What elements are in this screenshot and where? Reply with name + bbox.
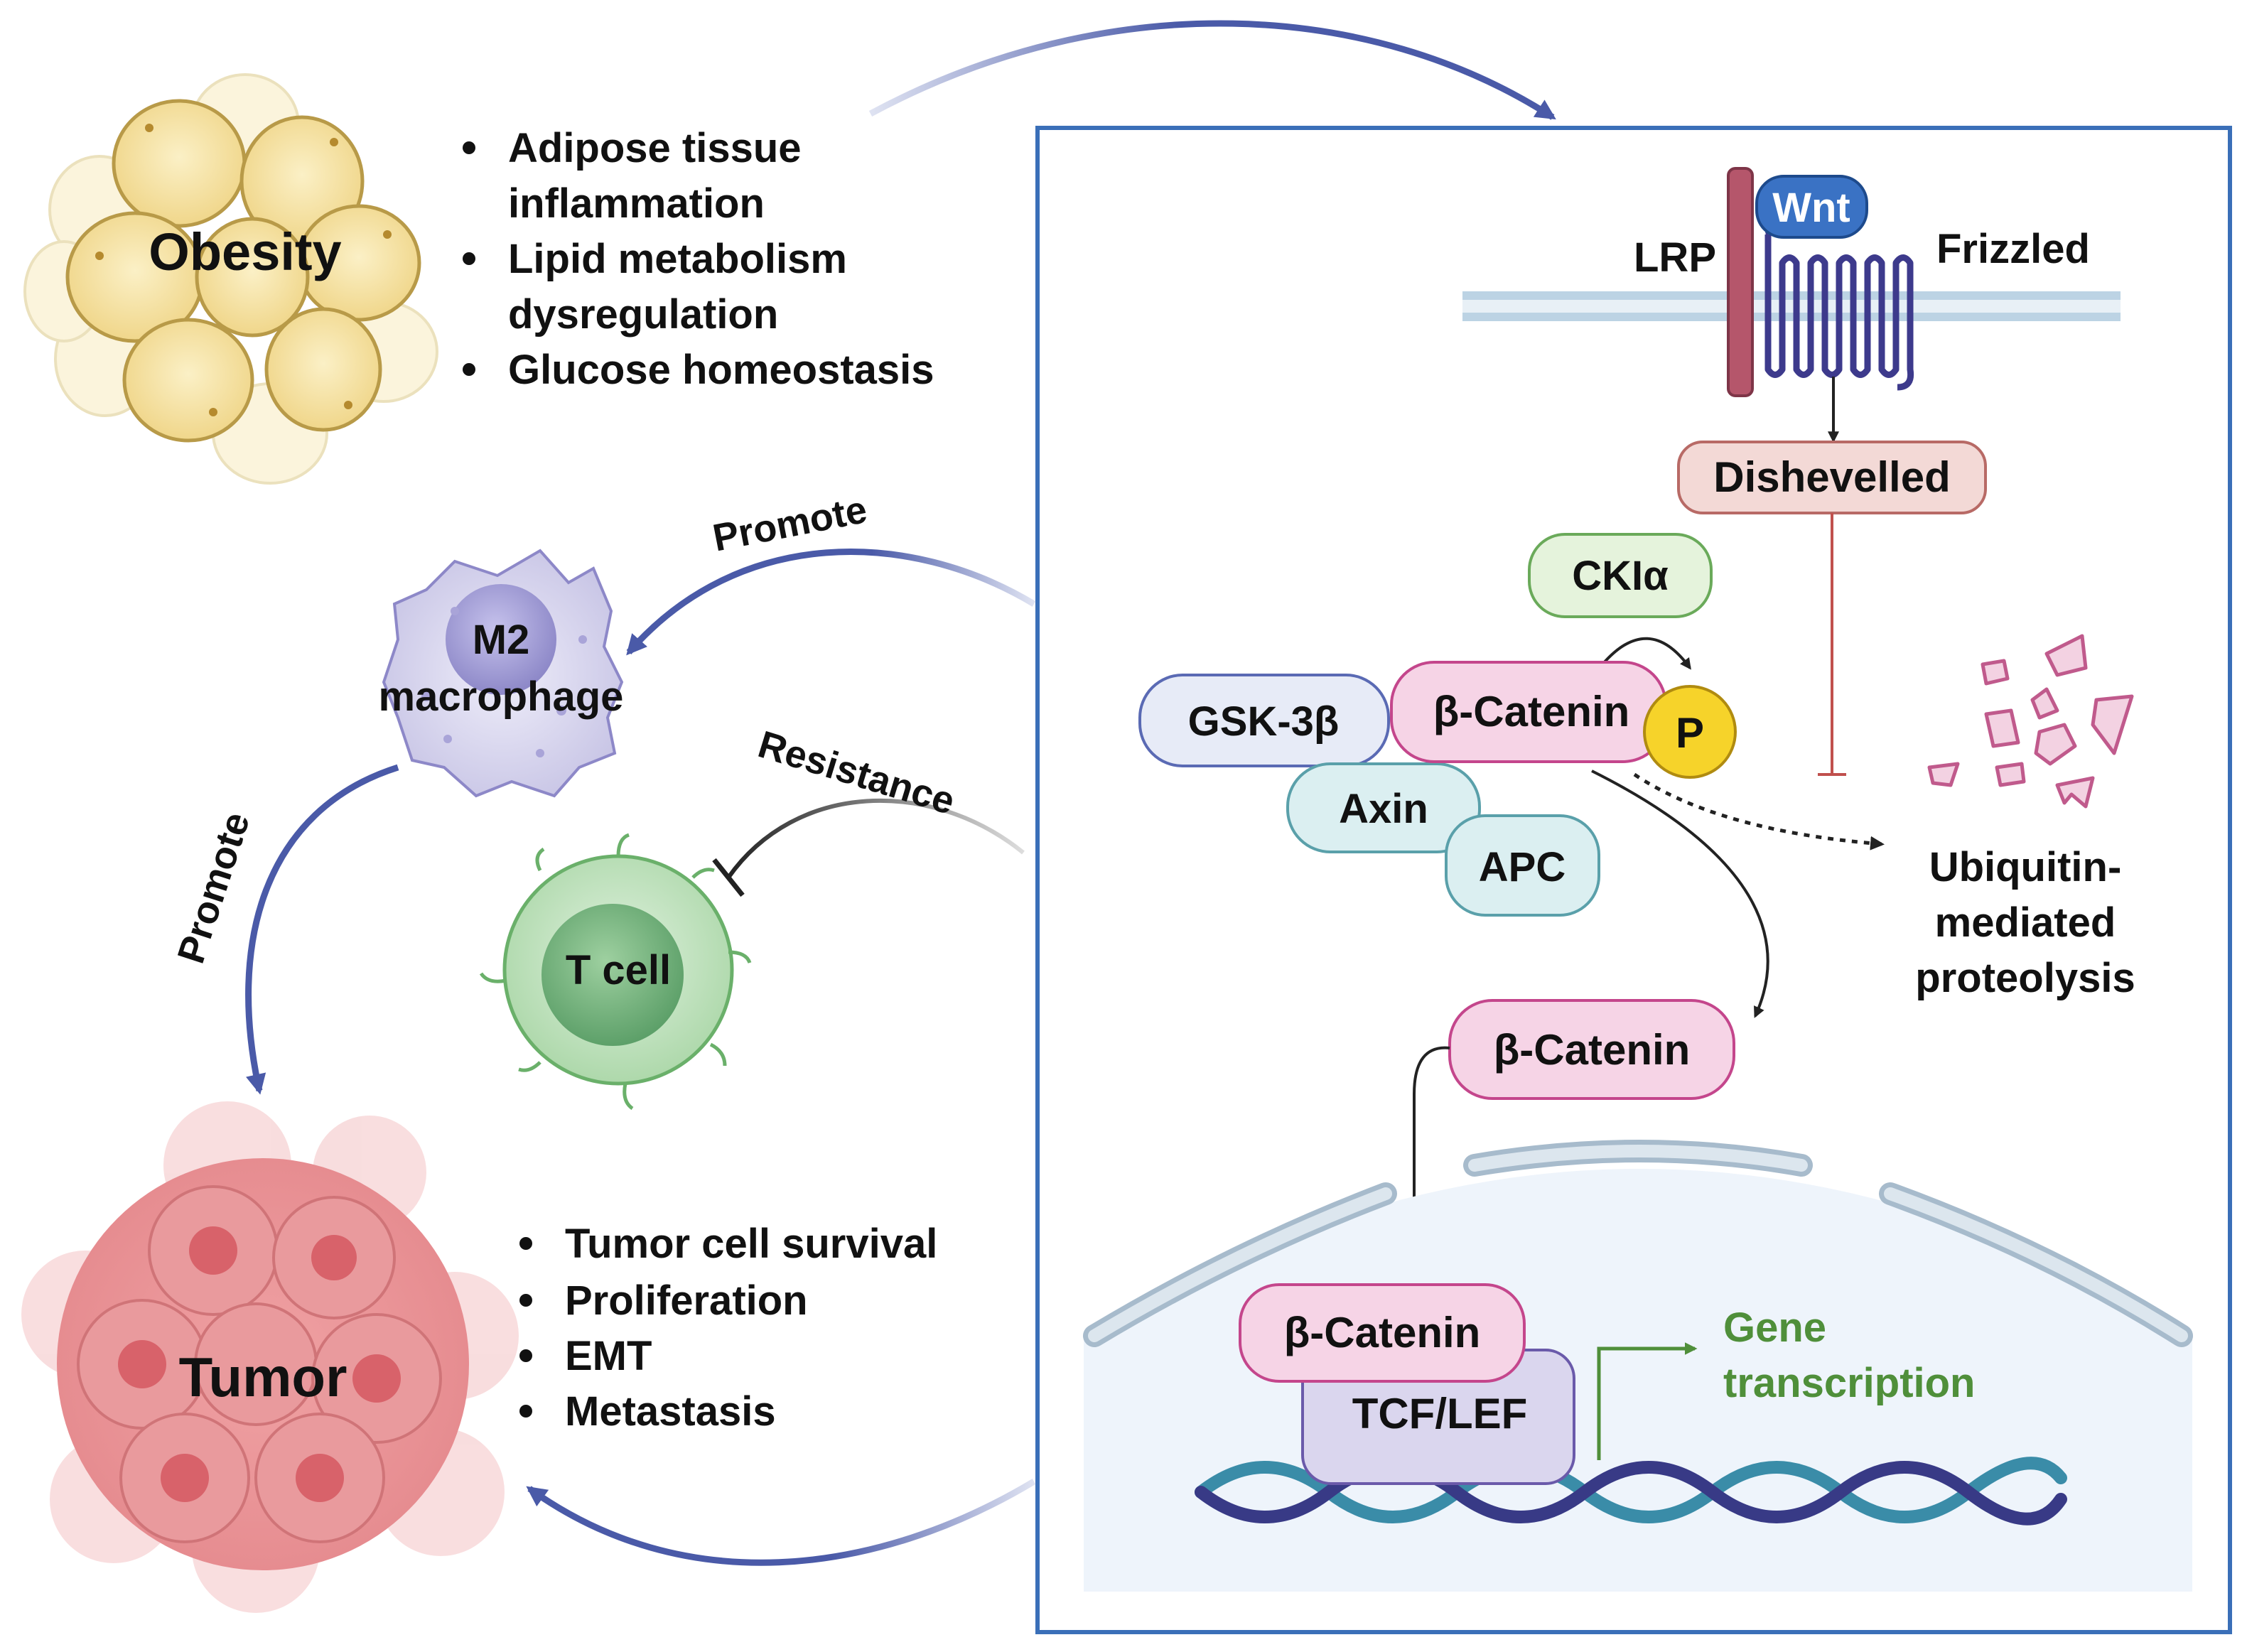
obesity-to-pathway-arrow [868,20,1556,120]
dishevelled-label: Dishevelled [1713,453,1951,501]
obesity-bullet-2-line-2: dysregulation [508,291,778,338]
obesity-bullet-1-line-1: Adipose tissue [508,125,802,171]
bcatenin-free-box [1448,999,1735,1100]
ubiquitin-line-2: mediated [1935,900,2116,946]
pathway-to-tumor-arrow [526,1479,1036,1566]
bullet-dot [463,141,475,154]
gene-transcription-line-2: transcription [1723,1360,1976,1406]
bullet-dot [519,1294,532,1307]
nuclear-translocation-arrow [1408,1046,1450,1211]
bullet-dot [519,1405,532,1418]
phosphorylation-arrow [1601,637,1691,670]
phospho-group [1643,685,1737,779]
cell-membrane [1462,291,2121,321]
ubiquitin-line-3: proteolysis [1915,955,2135,1001]
nuclear-envelope-inner [1088,1145,2188,1342]
bcatenin-complex-label: β-Catenin [1433,688,1630,735]
t-cell-label: T cell [566,947,671,993]
tumor-cluster-icon [21,1101,519,1613]
resistance-label: Resistance [753,723,959,823]
promote-to-macrophage-arrow [626,549,1036,656]
bullet-dot [519,1237,532,1250]
bullet-dot [519,1349,532,1362]
gsk3b-label: GSK-3β [1188,698,1340,745]
obesity-bullet-2-line-1: Lipid metabolism [508,236,847,282]
apc-label: APC [1479,844,1566,890]
tumor-label: Tumor [179,1346,347,1408]
m2-macrophage-icon [382,549,624,798]
bullet-dot [463,252,475,265]
frizzled-receptor [1764,234,1914,391]
resistance-bar [712,858,745,897]
dishevelled-inhibition-line [1818,513,1846,776]
tumor-bullet-2: Proliferation [565,1278,808,1324]
phospho-label: P [1676,709,1704,757]
wnt-label: Wnt [1772,185,1850,231]
lrp-label: LRP [1634,234,1716,281]
bullet-dot [463,363,475,376]
ckia-box [1528,533,1713,618]
obesity-label: Obesity [149,222,341,281]
bcatenin-nuclear-box [1239,1283,1526,1383]
nucleus-region [1084,1169,2192,1592]
pathway-panel [1035,126,2232,1634]
ckia-label: CKIα [1572,553,1669,599]
bcatenin-free-label: β-Catenin [1494,1026,1691,1074]
m2-label-line-2: macrophage [379,674,624,720]
obesity-bullet-list: Adipose tissue inflammation Lipid metabo… [463,125,934,393]
gene-transcription-line-1: Gene [1723,1305,1826,1351]
axin-label: Axin [1339,786,1428,832]
stabilization-arrow [1591,770,1769,1018]
lrp-receptor [1727,167,1754,397]
protein-fragments-icon [1927,634,2134,809]
promote-left-label: Promote [170,807,259,968]
ubiquitin-line-1: Ubiquitin- [1929,844,2122,890]
degradation-dotted-arrow [1633,772,1885,851]
adipocyte-cluster-icon [23,73,438,485]
promote-to-tumor-arrow [245,764,399,1095]
tumor-bullet-list: Tumor cell survival Proliferation EMT Me… [519,1221,937,1435]
t-cell-icon [479,833,752,1111]
wnt-ligand [1755,175,1868,239]
bcatenin-nuclear-label: β-Catenin [1284,1309,1481,1356]
tumor-bullet-4: Metastasis [565,1388,776,1435]
m2-label-line-1: M2 [473,617,530,663]
frizzled-label: Frizzled [1936,226,2090,272]
apc-box [1445,814,1600,917]
tumor-bullet-3: EMT [565,1333,652,1379]
axin-box [1286,762,1481,853]
gsk3b-box [1138,674,1390,767]
tumor-bullet-1: Tumor cell survival [565,1221,937,1267]
resistance-inhibition-line [726,799,1025,879]
transcription-arrow [1597,1342,1698,1460]
obesity-bullet-3: Glucose homeostasis [508,347,934,393]
tcf-lef-label: TCF/LEF [1352,1390,1528,1437]
obesity-bullet-1-line-2: inflammation [508,180,765,227]
